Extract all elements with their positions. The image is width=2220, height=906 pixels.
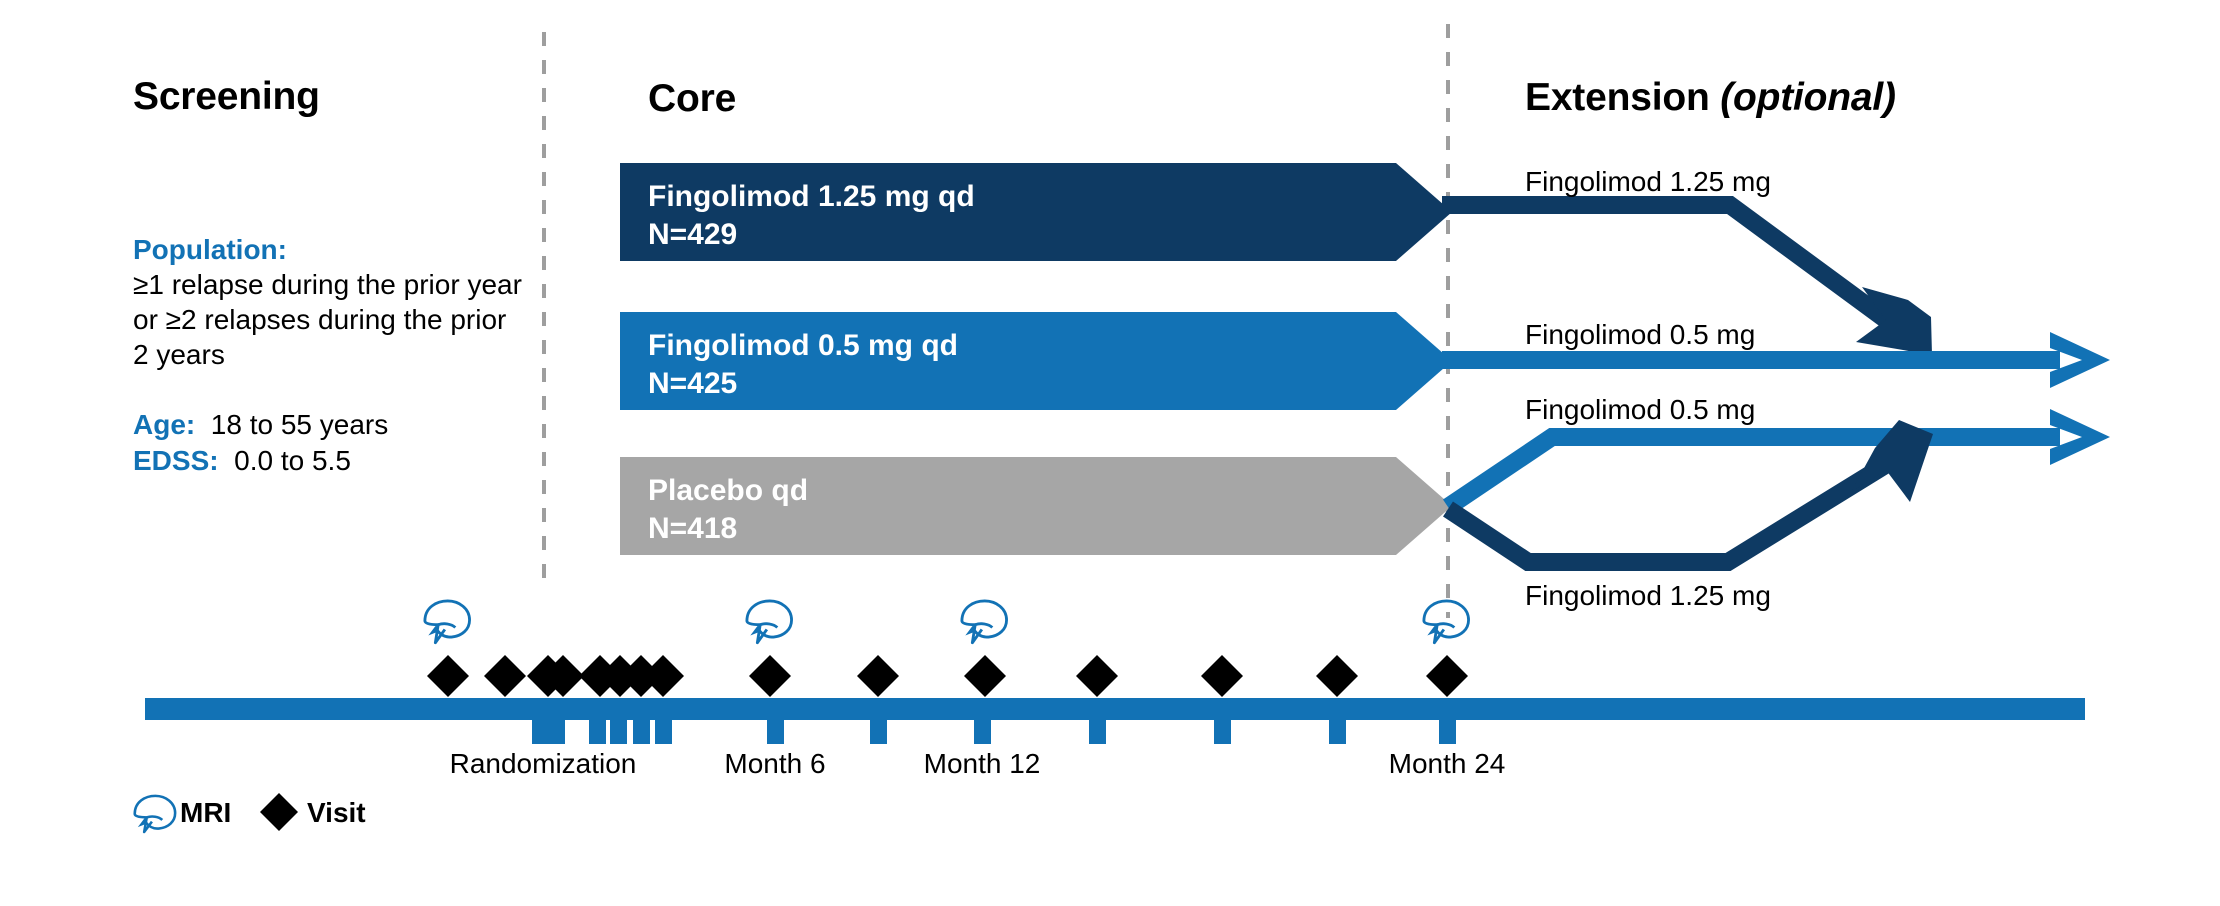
population-heading: Population: <box>133 234 287 265</box>
core-arm-n-placebo: N=418 <box>648 512 738 545</box>
visit-marker-diamond <box>484 655 526 697</box>
visit-marker-diamond <box>620 655 662 697</box>
timeline-label-month-24: Month 24 <box>1388 748 1506 779</box>
mri-brain-icon <box>1422 599 1470 645</box>
diamond-icon <box>260 793 298 831</box>
criterion-edss-value: 0.0 to 5.5 <box>234 445 351 476</box>
legend-label-mri: MRI <box>180 797 232 828</box>
timeline-tick <box>548 714 565 744</box>
timeline-tick <box>633 714 650 744</box>
timeline-tick <box>610 714 627 744</box>
population-line-2: or ≥2 relapses during the prior <box>133 304 507 335</box>
extension-arrowhead-placebo-to-125 <box>1851 420 1933 502</box>
core-arm-label-fingolimod-125: Fingolimod 1.25 mg qd N=429 <box>648 178 975 254</box>
timeline-tick <box>767 714 784 744</box>
visit-marker-diamond <box>1316 655 1358 697</box>
visit-marker-diamond <box>964 655 1006 697</box>
extension-label-from-05: Fingolimod 0.5 mg <box>1525 319 1756 350</box>
phase-title-extension: Extension (optional) <box>1525 76 1896 120</box>
visit-marker-diamond <box>1426 655 1468 697</box>
visit-marker-diamond <box>427 655 469 697</box>
core-arm-label-placebo: Placebo qd N=418 <box>648 472 808 548</box>
extension-label-from-125: Fingolimod 1.25 mg <box>1525 166 1771 197</box>
timeline-label-month-12: Month 12 <box>923 748 1041 779</box>
mri-brain-icon <box>960 599 1008 645</box>
visit-marker-diamond <box>542 655 584 697</box>
core-arm-n-fingolimod-05: N=425 <box>648 367 738 400</box>
core-arm-name-placebo: Placebo qd <box>648 474 809 507</box>
visit-marker-diamond <box>642 655 684 697</box>
extension-label-placebo-to-125: Fingolimod 1.25 mg <box>1525 580 1771 611</box>
visit-marker-diamond <box>749 655 791 697</box>
legend-label-visit: Visit <box>307 797 366 828</box>
core-bar-fingolimod-125 <box>620 163 1452 261</box>
phase-label-screening: Screening <box>133 75 320 118</box>
mri-marker-group <box>423 599 1470 645</box>
core-arm-name-fingolimod-125: Fingolimod 1.25 mg qd <box>648 180 975 213</box>
visit-marker-diamond <box>1076 655 1118 697</box>
phase-label-extension-optional: (optional) <box>1720 76 1896 119</box>
timeline-tick <box>532 714 549 744</box>
phase-label-core: Core <box>648 77 737 120</box>
extension-arrow-from-125 <box>1442 196 1906 338</box>
timeline-label-randomization: Randomization <box>449 748 637 779</box>
timeline-tick <box>655 714 672 744</box>
phase-label-extension: Extension <box>1525 76 1710 119</box>
timeline-tick <box>589 714 606 744</box>
phase-title-screening: Screening <box>133 75 320 119</box>
criterion-age: Age: 18 to 55 years <box>133 407 388 443</box>
timeline-tick <box>1089 714 1106 744</box>
timeline-tick <box>1439 714 1456 744</box>
timeline-label-month-6: Month 6 <box>724 748 826 779</box>
timeline-tick <box>870 714 887 744</box>
timeline-tick-group <box>532 714 1456 744</box>
timeline-bar <box>145 698 2085 720</box>
core-bar-placebo <box>620 457 1452 555</box>
population-block: Population: ≥1 relapse during the prior … <box>133 232 522 372</box>
core-arm-name-fingolimod-05: Fingolimod 0.5 mg qd <box>648 329 958 362</box>
mri-brain-icon <box>745 599 793 645</box>
core-arm-n-fingolimod-125: N=429 <box>648 218 738 251</box>
extension-arrowhead-placebo-to-05 <box>2050 409 2110 465</box>
criterion-edss: EDSS: 0.0 to 5.5 <box>133 443 351 479</box>
criterion-age-key: Age: <box>133 409 196 440</box>
phase-title-core: Core <box>648 77 736 121</box>
timeline-tick <box>974 714 991 744</box>
mri-brain-icon <box>423 599 471 645</box>
population-line-1: ≥1 relapse during the prior year <box>133 269 522 300</box>
criterion-age-value: 18 to 55 years <box>210 409 389 440</box>
core-bar-fingolimod-05 <box>620 312 1452 410</box>
visit-marker-diamond <box>1201 655 1243 697</box>
visit-marker-diamond <box>857 655 899 697</box>
timeline-tick <box>1329 714 1346 744</box>
extension-arrowhead-from-125 <box>1856 287 1932 355</box>
population-line-3: 2 years <box>133 339 225 370</box>
core-arm-label-fingolimod-05: Fingolimod 0.5 mg qd N=425 <box>648 327 958 403</box>
timeline-tick <box>1214 714 1231 744</box>
brain-icon <box>133 794 177 834</box>
extension-arrow-placebo-to-125 <box>1443 448 1905 571</box>
visit-marker-group <box>427 655 1468 697</box>
criterion-edss-key: EDSS: <box>133 445 219 476</box>
extension-arrowhead-from-05 <box>2050 332 2110 388</box>
extension-label-placebo-to-05: Fingolimod 0.5 mg <box>1525 394 1756 425</box>
